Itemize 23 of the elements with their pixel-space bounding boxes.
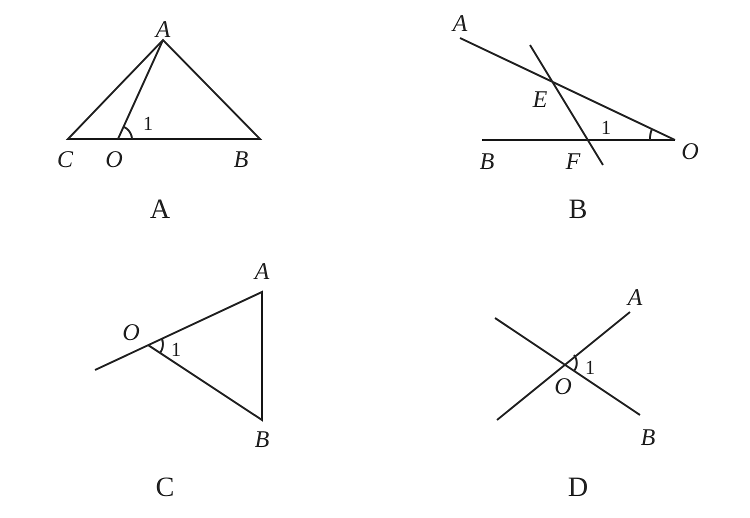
point-label: O bbox=[122, 321, 140, 345]
angle-label: 1 bbox=[601, 118, 611, 138]
point-label: C bbox=[57, 148, 73, 172]
panel-label: A bbox=[150, 196, 170, 224]
point-label: O bbox=[681, 140, 699, 164]
point-label: F bbox=[566, 150, 580, 174]
panel-label: D bbox=[568, 474, 588, 502]
point-label: A bbox=[628, 286, 642, 310]
point-label: A bbox=[254, 260, 270, 284]
point-label: A bbox=[156, 18, 170, 42]
angle-label: 1 bbox=[143, 114, 153, 134]
panel-label: C bbox=[156, 474, 174, 502]
point-label: A bbox=[452, 12, 468, 36]
point-label: E bbox=[532, 88, 548, 112]
point-label: O bbox=[554, 375, 572, 399]
point-label: B bbox=[640, 426, 656, 450]
point-label: B bbox=[234, 148, 248, 172]
angle-label: 1 bbox=[171, 340, 181, 360]
point-label: O bbox=[105, 148, 123, 172]
point-label: B bbox=[480, 150, 494, 174]
panel-label: B bbox=[568, 196, 588, 224]
angle-label: 1 bbox=[585, 358, 595, 378]
point-label: B bbox=[254, 428, 270, 452]
